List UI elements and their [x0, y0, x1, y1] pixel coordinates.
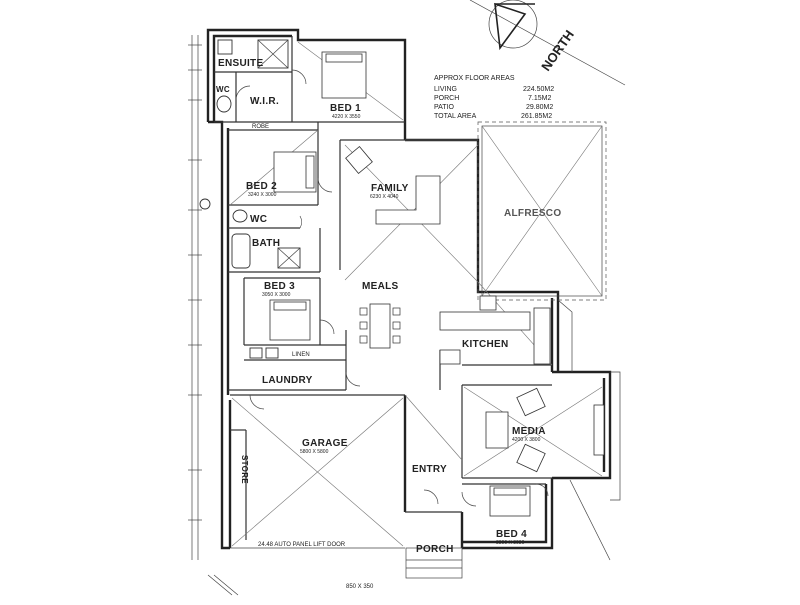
alfresco-area [477, 121, 621, 501]
interior-walls [214, 36, 552, 540]
sofa-icon [485, 411, 509, 449]
room-label-ensuite: ENSUITE [218, 58, 263, 69]
room-label-alfresco: ALFRESCO [504, 208, 561, 219]
floor-area-value: 29.80M2 [526, 104, 553, 111]
driveway-line [207, 574, 233, 596]
room-label-entry: ENTRY [412, 464, 447, 475]
room-dim-garage: 5800 X 5800 [300, 449, 329, 455]
left-dimension-strings [188, 35, 211, 560]
room-label-meals: MEALS [362, 281, 399, 292]
plan-notes: 24.48 AUTO PANEL LIFT DOOR 850 X 350 [258, 542, 374, 590]
room-label-media: MEDIA [512, 426, 546, 437]
floor-area-label: PORCH [434, 95, 459, 102]
room-label-kitchen: KITCHEN [462, 339, 509, 350]
room-dim-bed1: 4220 X 3550 [332, 114, 361, 120]
room-label-laundry: LAUNDRY [262, 375, 313, 386]
room-label-store: STORE [240, 455, 249, 484]
room-label-robe: ROBE [252, 124, 269, 130]
room-label-ensuite-wc: WC [216, 85, 230, 94]
north-arrow-icon [494, 2, 527, 51]
room-label-wc: WC [250, 214, 267, 225]
armchair-icon [516, 387, 546, 417]
room-label-linen: LINEN [292, 352, 310, 358]
room-dim-bed2: 3240 X 3000 [248, 192, 277, 198]
tv-unit-icon [345, 145, 373, 175]
room-dim-family: 6230 X 4040 [370, 194, 399, 200]
basin-icon [217, 39, 233, 55]
room-label-family: FAMILY [371, 183, 409, 194]
garage-door-note: 24.48 AUTO PANEL LIFT DOOR [258, 542, 346, 548]
kitchen-cabinet [533, 307, 551, 365]
room-label-garage: GARAGE [302, 438, 348, 449]
compass: NORTH [469, 0, 626, 86]
room-label-bed4: BED 4 [496, 529, 527, 540]
room-labels: ENSUITE WC W.I.R. BED 1 4220 X 3550 ROBE… [216, 58, 561, 555]
floor-area-value: 224.50M2 [523, 86, 554, 93]
room-dim-bed3: 3050 X 3000 [262, 292, 291, 298]
fridge-icon [439, 349, 461, 365]
room-label-bed3: BED 3 [264, 281, 295, 292]
toilet-icon [232, 209, 248, 223]
site-line [569, 479, 611, 561]
washing-machine-icon [265, 347, 279, 359]
floor-areas-heading: APPROX FLOOR AREAS [434, 75, 515, 82]
hws-icon [199, 198, 211, 210]
bathtub-icon [231, 233, 251, 269]
floor-area-label: PATIO [434, 104, 455, 111]
room-label-wir: W.I.R. [250, 96, 279, 107]
floor-areas-table: APPROX FLOOR AREAS LIVING 224.50M2 PORCH… [434, 75, 554, 120]
compass-circle [488, 0, 538, 49]
doors [235, 69, 549, 507]
kitchen-bench [439, 311, 531, 331]
floor-area-label: LIVING [434, 86, 457, 93]
tv-unit-icon [593, 404, 605, 456]
room-label-porch: PORCH [416, 544, 454, 555]
compass-north-label: NORTH [538, 27, 577, 73]
dining-table-icon [369, 303, 391, 349]
floor-area-label: TOTAL AREA [434, 113, 477, 120]
room-label-bed1: BED 1 [330, 103, 361, 114]
room-label-bed2: BED 2 [246, 181, 277, 192]
bottom-dimension-note: 850 X 350 [346, 584, 374, 590]
floor-area-value: 7.15M2 [528, 95, 551, 102]
room-dim-bed4: 3300 X 3030 [496, 540, 525, 546]
sink-icon [479, 295, 497, 311]
sofa-icon [375, 175, 441, 225]
furniture [216, 39, 605, 517]
armchair-icon [516, 443, 546, 473]
laundry-tub-icon [249, 347, 263, 359]
room-dim-media: 4200 X 3800 [512, 437, 541, 443]
floor-area-value: 261.85M2 [521, 113, 552, 120]
room-label-bath: BATH [252, 238, 280, 249]
toilet-icon [216, 95, 232, 113]
porch-steps [207, 479, 611, 596]
